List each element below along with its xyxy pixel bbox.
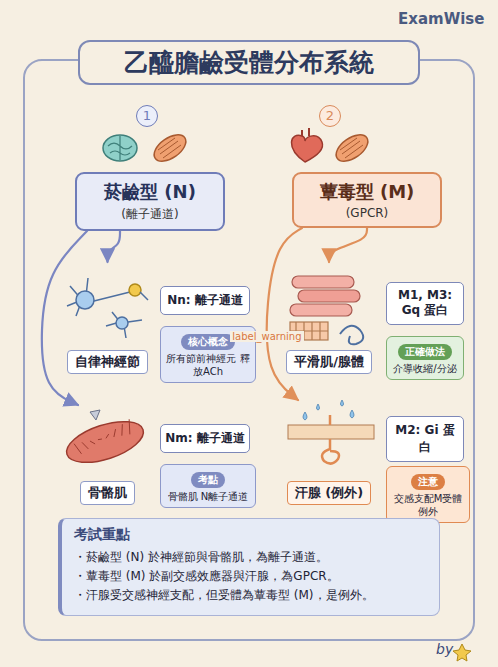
sweat-gland-illustration xyxy=(288,400,374,464)
muscle-icon xyxy=(332,129,373,166)
node-heading: 汗腺 (例外) xyxy=(287,481,371,505)
node-heading: M1, M3: Gq 蛋白 xyxy=(391,288,459,319)
node-text: ・菸鹼型 (N) 於神經節與骨骼肌，為離子通道。 xyxy=(74,548,427,567)
node-text: 骨骼肌 N離子通道 xyxy=(165,490,251,503)
receptor-box: M2: Gi 蛋白 xyxy=(386,416,464,462)
note-box: 考點骨骼肌 N離子通道 xyxy=(160,464,256,508)
note-box: 注意交感支配M受體例外 xyxy=(386,466,470,523)
heart-icon xyxy=(291,128,322,162)
muscle-icon xyxy=(150,129,191,166)
signature: by xyxy=(436,641,453,657)
node-text: ・蕈毒型 (M) 於副交感效應器與汗腺，為GPCR。 xyxy=(74,567,427,586)
site-illustration: 汗腺 (例外) xyxy=(278,400,380,505)
neuron-illustration xyxy=(67,278,148,338)
site-illustration: 骨骼肌 xyxy=(60,405,155,505)
node-text: (GPCR) xyxy=(298,206,436,220)
connector-arrow xyxy=(267,228,302,400)
connector-arrow xyxy=(108,231,121,262)
node-heading: 平滑肌/腺體 xyxy=(286,350,372,374)
node-heading: Nm: 離子通道 xyxy=(165,430,245,447)
receptor-box: M1, M3: Gq 蛋白 xyxy=(386,282,464,325)
note-box: 正確做法介導收縮/分泌 xyxy=(386,336,464,380)
watermark: ExamWise xyxy=(398,10,484,28)
brain-icon xyxy=(103,135,137,161)
node-heading: 菸鹼型 (N) xyxy=(81,180,219,204)
node-heading: 核心概念 xyxy=(181,334,235,350)
receptor-type-box: 菸鹼型 (N) (離子通道) xyxy=(75,172,225,231)
site-illustration: 自律神經節 xyxy=(60,262,155,374)
node-heading: 蕈毒型 (M) xyxy=(298,180,436,204)
receptor-type-box: 蕈毒型 (M) (GPCR) xyxy=(292,172,442,228)
connector-arrow xyxy=(329,228,367,262)
outer-frame xyxy=(24,60,474,640)
edge-label: label_warning xyxy=(230,331,303,342)
receptor-box: Nm: 離子通道 xyxy=(160,424,250,453)
connector-arrow xyxy=(42,231,87,405)
node-heading: 注意 xyxy=(411,474,445,490)
node-text: ・汗腺受交感神經支配，但受體為蕈毒型 (M)，是例外。 xyxy=(74,586,427,605)
summary-panel: 考試重點・菸鹼型 (N) 於神經節與骨骼肌，為離子通道。・蕈毒型 (M) 於副交… xyxy=(58,518,440,616)
callout-number: 2 xyxy=(319,105,341,127)
node-heading: 考試重點 xyxy=(74,526,427,544)
title-banner: 乙醯膽鹼受體分布系統 xyxy=(78,40,420,85)
callout-number: 1 xyxy=(136,105,158,127)
node-heading: 考點 xyxy=(191,472,225,488)
node-text: (離子通道) xyxy=(81,206,219,223)
node-heading: 自律神經節 xyxy=(67,350,148,374)
node-heading: M2: Gi 蛋白 xyxy=(391,422,459,456)
node-heading: 骨骼肌 xyxy=(80,481,135,505)
node-text: 交感支配M受體例外 xyxy=(391,492,465,518)
node-heading: Nn: 離子通道 xyxy=(165,292,245,309)
skeletal-muscle-illustration xyxy=(62,410,149,471)
signature-icon xyxy=(453,644,471,661)
receptor-box: Nn: 離子通道 xyxy=(160,286,250,315)
node-text: 介導收縮/分泌 xyxy=(391,362,459,375)
node-text: 所有節前神經元 釋放ACh xyxy=(165,352,251,378)
node-heading: 正確做法 xyxy=(398,344,452,360)
site-illustration: 平滑肌/腺體 xyxy=(278,262,380,374)
